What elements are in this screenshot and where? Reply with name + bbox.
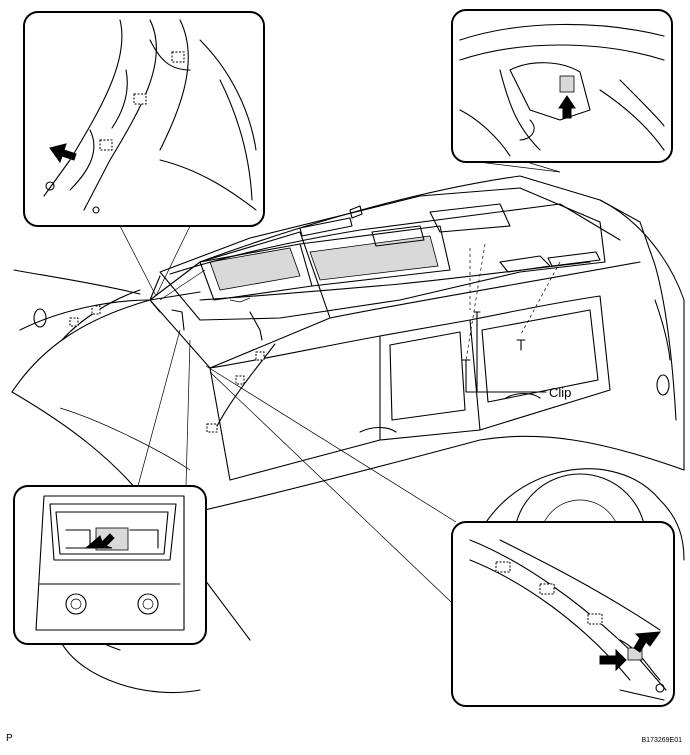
a-pillar-harness	[61, 289, 276, 433]
arrow-icon	[599, 648, 627, 672]
arrow-icon	[633, 631, 662, 653]
callout-top-left	[23, 11, 265, 227]
arrow-icon	[84, 533, 115, 549]
arrow-icon	[558, 95, 576, 119]
callout-bottom-right	[451, 521, 675, 707]
roof-headliner	[149, 187, 621, 341]
clip-group	[461, 243, 561, 393]
figure-id: B173269E01	[641, 737, 682, 744]
arrow-icon	[49, 143, 77, 164]
clip-label: Clip	[549, 385, 572, 400]
corner-mark: P	[6, 733, 13, 744]
callout-top-right	[451, 9, 673, 163]
callout-bottom-left	[13, 485, 207, 645]
body-crease	[59, 407, 191, 471]
